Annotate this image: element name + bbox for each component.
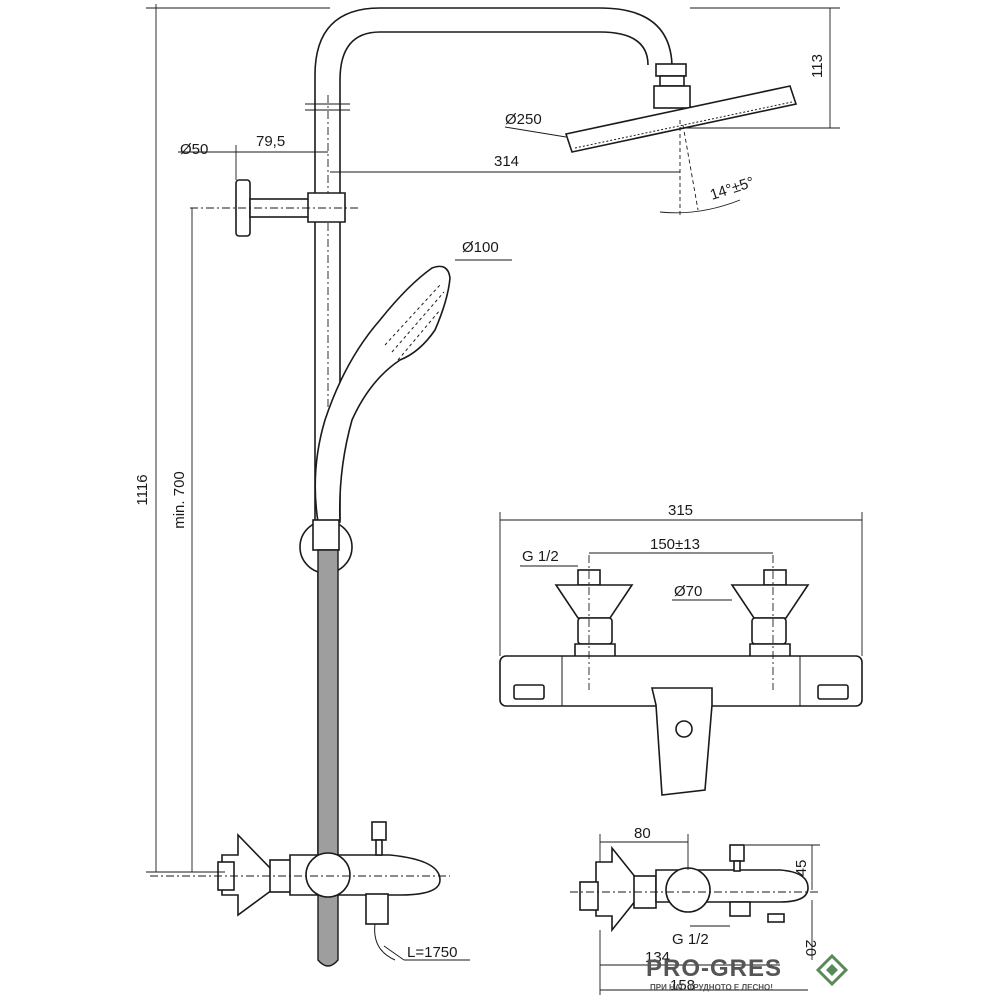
dim-side-projection-b: 158	[670, 977, 695, 994]
watermark-tagline: ПРИ НАС ТРУДНОТО Е ЛЕСНО!	[650, 983, 773, 992]
dimensions-column	[146, 4, 840, 961]
dim-min-height: min. 700	[171, 471, 188, 529]
dimensions-thermostat	[499, 512, 863, 656]
dim-hose-length: L=1750	[407, 944, 457, 961]
dim-side-spout-height: 20	[802, 940, 819, 957]
watermark-brand: PRO-GRES	[646, 955, 782, 982]
dim-escutcheon-diameter: Ø70	[674, 583, 702, 600]
dim-side-thread: G 1/2	[672, 931, 709, 948]
dim-rail-offset: 79,5	[256, 133, 285, 150]
dim-tilt-angle: 14°±5°	[708, 174, 756, 204]
thermostat-front	[499, 555, 863, 796]
dim-overhead-drop: 113	[809, 54, 826, 78]
shower-hose	[317, 549, 339, 967]
wall-bracket	[190, 179, 360, 237]
watermark-logo: PRO-GRES ПРИ НАС ТРУДНОТО Е ЛЕСНО!	[646, 953, 849, 992]
diamond-icon	[815, 953, 849, 987]
dim-wall-bracket-diameter: Ø50	[180, 141, 208, 158]
thermostat-side	[570, 844, 820, 933]
diamond-inner-icon	[826, 964, 838, 976]
dim-side-height: 45	[793, 860, 810, 877]
hand-shower	[299, 265, 451, 574]
dimensions-side	[599, 834, 820, 995]
dim-side-projection-a: 134	[645, 949, 670, 966]
dim-hand-shower-diameter: Ø100	[462, 239, 499, 256]
dim-overhead-projection: 314	[494, 153, 519, 170]
dim-side-depth: 80	[634, 825, 651, 842]
dim-mixer-width: 315	[668, 502, 693, 519]
bath-mixer-front	[150, 821, 450, 961]
dim-overhead-diameter: Ø250	[505, 111, 542, 128]
dim-height-total: 1116	[134, 474, 151, 505]
overhead-shower	[564, 63, 798, 153]
dim-inlet-thread-top: G 1/2	[522, 548, 559, 565]
dim-inlet-centers: 150±13	[650, 536, 700, 553]
